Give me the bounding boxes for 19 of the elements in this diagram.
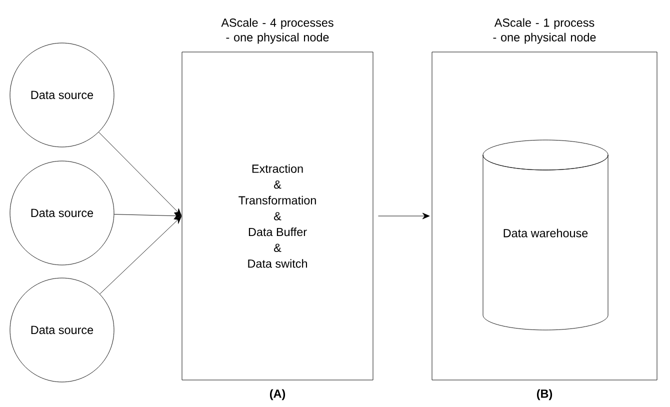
node-label: Transformation: [238, 196, 316, 204]
circle-node: Data source: [10, 160, 114, 266]
arrow: [378, 212, 430, 220]
node-label: &: [274, 244, 282, 252]
box-heading: AScale - 1 process - one physical node: [493, 18, 596, 44]
node-label: Data switch: [248, 259, 307, 268]
node-label: Extraction: [252, 164, 303, 173]
arrow: [100, 216, 182, 294]
box-heading: AScale - 4 processes - one physical node: [221, 18, 334, 44]
node-label: &: [274, 180, 282, 189]
node-label: Data Buffer: [248, 228, 307, 236]
process-box: Extraction & Transformation & Data Buffer & Data switch: [182, 52, 374, 380]
arrow: [114, 212, 182, 220]
node-label: &: [274, 212, 282, 220]
box-caption: (B): [536, 389, 552, 400]
arrow: [98, 132, 182, 216]
circle-node: Data source: [10, 42, 114, 148]
box-caption: (A): [270, 389, 286, 400]
circle-node: Data source: [10, 278, 114, 382]
